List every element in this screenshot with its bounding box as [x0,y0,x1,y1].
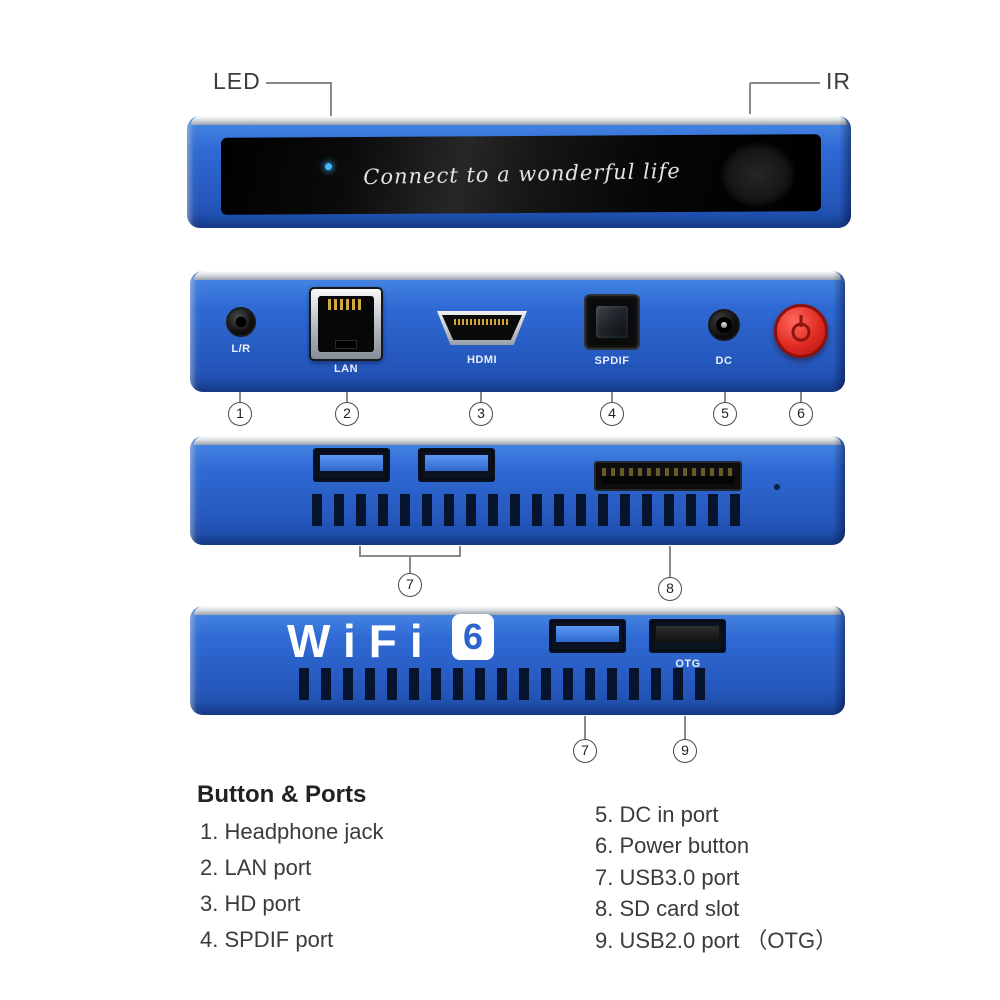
hdmi-port-label: HDMI [466,354,498,366]
ir-receiver-window [721,142,795,207]
device-top-edge [191,116,847,125]
callout-9: 9 [673,739,697,763]
usb3-tongue [425,455,488,471]
device-right-edge [833,436,845,545]
legend-item: 9. USB2.0 port （OTG） [595,927,838,953]
sd-card-slot-lower [602,476,734,484]
callout-2: 2 [335,402,359,426]
device-top-edge [194,271,841,280]
usb3-tongue [320,455,383,471]
lan-port-notch [335,340,357,349]
headphone-jack-hole [235,316,247,328]
wifi6-badge: 6 [452,614,494,660]
ir-connector-line [749,83,751,114]
callout-7b: 7 [573,739,597,763]
tagline-text: Connect to a wonderful life [363,158,681,190]
callout-7: 7 [398,573,422,597]
usb2-tongue [656,626,719,642]
led-annotation-label: LED [213,68,261,94]
dc-in-port [708,309,740,341]
callout-line [584,716,586,739]
sd-card-slot [594,461,742,491]
front-glass-panel: Connect to a wonderful life [221,134,821,215]
legend-item: 1. Headphone jack [200,819,384,844]
dc-port-pin [721,322,727,328]
legend-item: 7. USB3.0 port [595,864,740,890]
callout-line [684,716,686,739]
legend-item: 8. SD card slot [595,896,740,922]
device-rear-view: L/R LAN HDMI SPDIF DC [190,271,845,392]
callout-line [669,546,671,577]
legend-item: 5. DC in port [595,802,719,827]
legend-item: 4. SPDIF port [200,927,334,952]
ventilation-slots [312,494,748,526]
callout-line [409,556,411,573]
callout-line [724,392,726,402]
device-right-edge [833,606,845,715]
callout-line [239,392,241,402]
ir-connector-line [750,82,820,84]
otg-port-label: OTG [675,658,701,670]
legend-item: 2. LAN port [200,855,312,880]
led-connector-line [330,83,332,117]
lan-port-inner [318,296,374,352]
callout-line [800,392,802,402]
power-button [774,304,828,358]
spdif-port [584,294,640,350]
device-right-edge [839,116,851,228]
device-left-edge [190,271,202,392]
device-wifi-side-view: WiFi 6 OTG [190,606,845,715]
ventilation-slots [299,668,717,700]
legend-title: Button & Ports [197,781,367,808]
reset-pinhole [774,484,780,490]
callout-5: 5 [713,402,737,426]
device-left-edge [187,116,199,228]
headphone-jack [226,307,256,337]
callout-line [611,392,613,402]
callout-line [480,392,482,402]
spdif-port-label: SPDIF [594,355,630,367]
callout-1: 1 [228,402,252,426]
usb3-port-2 [418,448,495,482]
device-usb-side-view [190,436,845,545]
usb3-tongue [556,626,619,642]
device-left-edge [190,436,202,545]
headphone-jack-label: L/R [231,343,251,355]
led-connector-line [266,82,332,84]
wifi-logo-text: WiFi [287,615,436,667]
device-front-view: Connect to a wonderful life [187,116,851,228]
hdmi-port-inner [442,315,522,340]
device-left-edge [190,606,202,715]
legend-item: 3. HD port [200,891,301,916]
device-top-edge [194,436,841,445]
lan-port-label: LAN [333,363,359,375]
legend-right-column: 5. DC in port 6. Power button 7. USB3.0 … [595,799,837,956]
spdif-port-inner [596,306,628,338]
device-top-edge [194,606,841,615]
callout-bracket-line [459,546,461,556]
hdmi-port-pins [454,319,510,325]
dc-port-label: DC [715,355,733,367]
callout-3: 3 [469,402,493,426]
callout-6: 6 [789,402,813,426]
legend-left-column: 1. Headphone jack 2. LAN port 3. HD port… [200,814,383,958]
usb3-port [549,619,626,653]
lan-port-pins [328,299,364,310]
callout-bracket-line [359,546,361,556]
callout-8: 8 [658,577,682,601]
power-icon-line [799,315,803,327]
hdmi-port [437,311,527,345]
legend-item: 6. Power button [595,833,750,859]
sd-card-pins [602,468,734,478]
callout-4: 4 [600,402,624,426]
ir-annotation-label: IR [826,68,851,94]
usb2-otg-port [649,619,726,653]
device-right-edge [833,271,845,392]
usb3-port-1 [313,448,390,482]
lan-port [309,287,383,361]
callout-line [346,392,348,402]
